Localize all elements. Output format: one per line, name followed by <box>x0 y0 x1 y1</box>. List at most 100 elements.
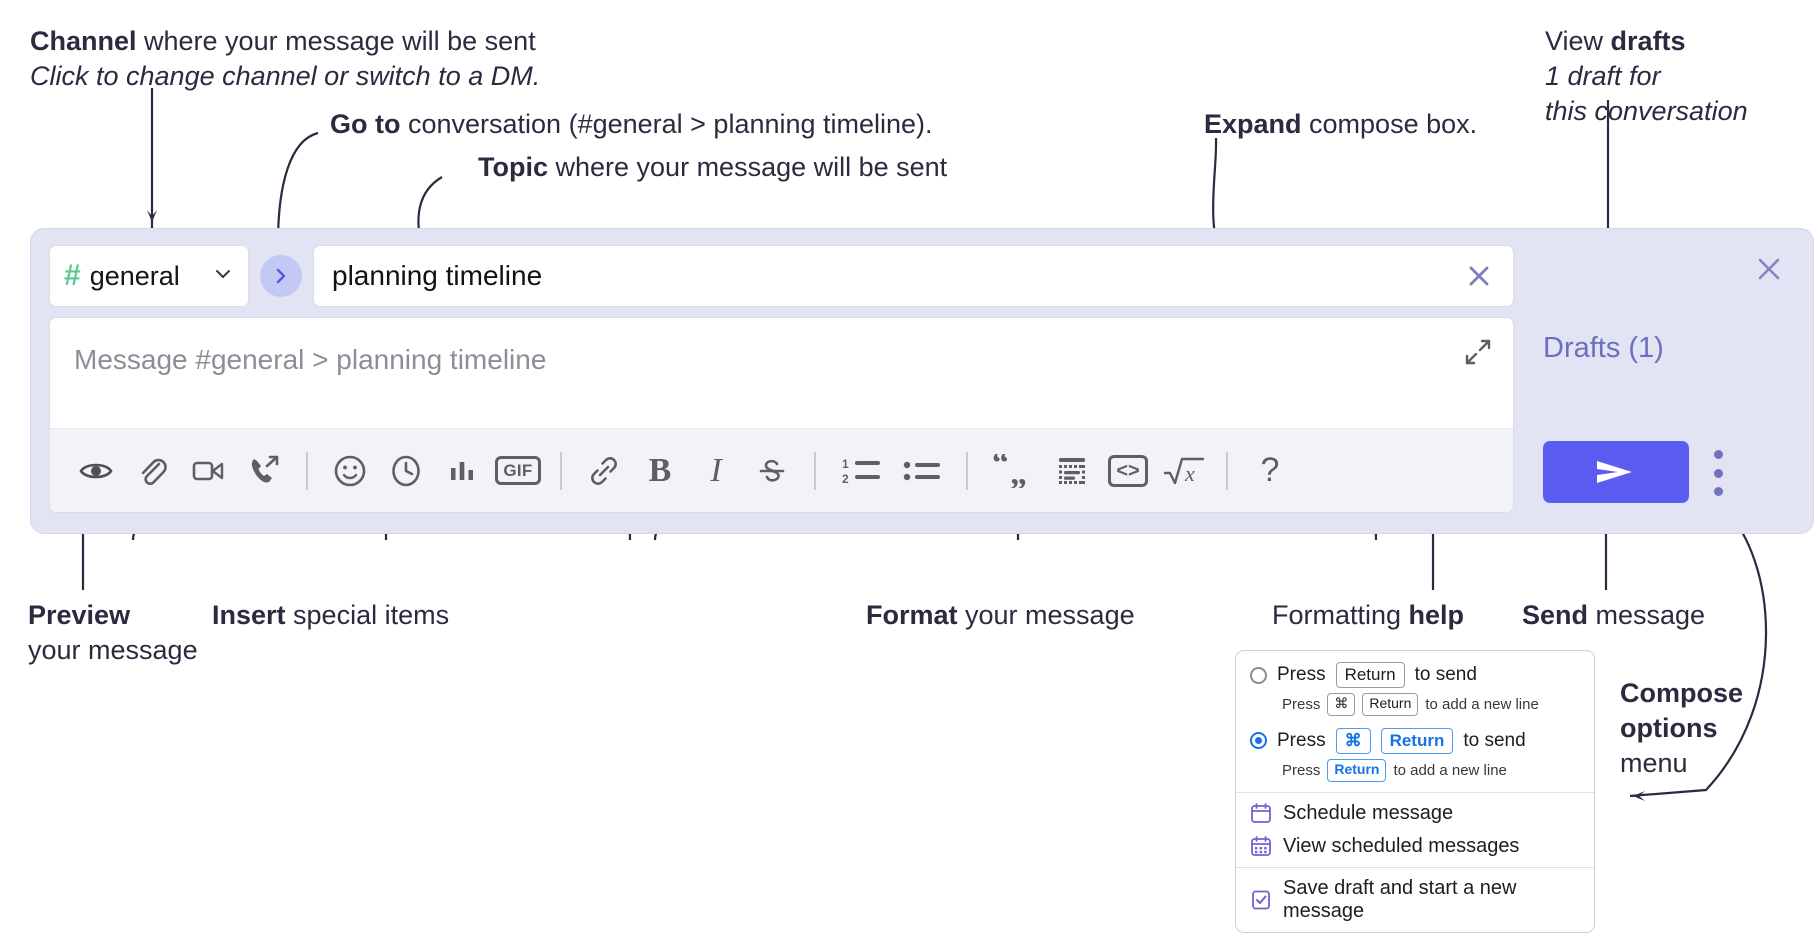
paperclip-icon <box>141 458 167 485</box>
menu-divider <box>1236 791 1594 793</box>
kebab-dot <box>1713 450 1723 459</box>
close-icon <box>1469 266 1489 286</box>
menu-item-view-scheduled[interactable]: View scheduled messages <box>1236 834 1594 867</box>
option-sub-pre: Press <box>1282 696 1321 713</box>
emoji-button[interactable] <box>322 443 378 499</box>
menu-item-schedule-message[interactable]: Schedule message <box>1236 793 1594 834</box>
italic-icon: I <box>710 451 722 489</box>
annotation-format: Format your message <box>866 600 1135 630</box>
compose-inner: # general planning timeline <box>49 245 1514 513</box>
annotation-channel: Channel where your message will be sent … <box>30 26 541 92</box>
quote-button[interactable]: “ „ <box>982 443 1044 499</box>
option-sub-post: to add a new line <box>1425 696 1539 713</box>
help-button[interactable]: ? <box>1242 443 1298 499</box>
attach-button[interactable] <box>124 443 180 499</box>
strikethrough-icon <box>759 459 785 482</box>
svg-text:“: “ <box>992 454 1009 482</box>
annotation-send: Send message <box>1522 600 1706 630</box>
key-command: ⌘ <box>1327 693 1356 716</box>
option-label-post: to send <box>1463 729 1526 751</box>
calendar-clock-icon <box>1251 803 1271 823</box>
topic-field[interactable]: planning timeline <box>313 245 1514 307</box>
code-block-button[interactable] <box>1044 443 1100 499</box>
preview-button[interactable] <box>68 443 124 499</box>
quote-icon: “ „ <box>992 454 1027 488</box>
chevron-down-icon <box>212 263 234 290</box>
strikethrough-button[interactable] <box>744 443 800 499</box>
clock-icon <box>392 455 420 486</box>
code-block-icon <box>1059 457 1085 484</box>
kebab-dot <box>1713 468 1723 478</box>
square-root-x-icon: x <box>1163 457 1205 486</box>
compose-options-menu: Press Return to send Press ⌘ Return to a… <box>1235 650 1595 933</box>
goto-conversation-button[interactable] <box>260 255 302 297</box>
ordered-list-icon: 1 2 <box>842 457 880 486</box>
kebab-dot <box>1713 487 1723 496</box>
radio-cmd-return[interactable] <box>1250 732 1267 750</box>
channel-name: general <box>89 260 180 291</box>
smiley-icon <box>334 455 366 486</box>
annotation-drafts: View drafts 1 draft for this conversatio… <box>1545 26 1748 127</box>
menu-item-label: Schedule message <box>1283 801 1454 824</box>
menu-divider <box>1236 866 1594 868</box>
option-sub-pre: Press <box>1282 761 1321 779</box>
message-input[interactable]: Message #general > planning timeline <box>50 318 1513 428</box>
topic-clear-button[interactable] <box>1461 258 1497 294</box>
radio-return[interactable] <box>1250 666 1267 684</box>
svg-text:1: 1 <box>842 457 849 471</box>
bar-chart-icon <box>451 461 473 480</box>
poll-button[interactable] <box>434 443 490 499</box>
bold-button[interactable]: B <box>632 443 688 499</box>
key-return: Return <box>1327 759 1387 782</box>
link-icon <box>591 456 617 485</box>
expand-icon <box>1465 339 1491 365</box>
call-button[interactable] <box>236 443 292 499</box>
reminder-button[interactable] <box>378 443 434 499</box>
inline-code-button[interactable]: <> <box>1100 443 1156 499</box>
option-label-pre: Press <box>1277 729 1326 751</box>
ordered-list-button[interactable]: 1 2 <box>830 443 892 499</box>
calendar-grid-icon <box>1251 836 1271 856</box>
compose-toolbar: GIF B <box>50 428 1513 512</box>
message-box: Message #general > planning timeline <box>49 317 1514 513</box>
compose-panel: # general planning timeline <box>30 228 1814 534</box>
compose-options-button[interactable] <box>1705 450 1731 496</box>
topic-value: planning timeline <box>332 260 543 291</box>
option-sub-post: to add a new line <box>1393 761 1507 779</box>
bold-icon: B <box>648 451 672 489</box>
link-button[interactable] <box>576 443 632 499</box>
send-option-cmd-return[interactable]: Press ⌘ Return to send Press Return to a… <box>1236 726 1594 792</box>
menu-item-label: Save draft and start a new message <box>1283 876 1517 922</box>
bullet-list-button[interactable] <box>892 443 952 499</box>
annotation-expand: Expand compose box. <box>1204 109 1478 139</box>
option-label-post: to send <box>1414 664 1477 686</box>
svg-text:x: x <box>1184 461 1195 486</box>
eye-icon <box>79 463 113 478</box>
menu-item-label: View scheduled messages <box>1283 834 1520 857</box>
toolbar-divider <box>306 451 308 490</box>
toolbar-divider <box>1226 451 1228 490</box>
svg-text:„: „ <box>1010 455 1027 488</box>
italic-button[interactable]: I <box>688 443 744 499</box>
channel-picker[interactable]: # general <box>49 245 249 307</box>
svg-text:2: 2 <box>842 472 849 486</box>
drafts-link[interactable]: Drafts (1) <box>1543 332 1664 364</box>
gif-button[interactable]: GIF <box>490 443 546 499</box>
video-button[interactable] <box>180 443 236 499</box>
document-check-icon <box>1252 890 1270 909</box>
send-paper-plane-icon <box>1597 461 1632 483</box>
menu-item-save-draft[interactable]: Save draft and start a new message <box>1236 868 1594 932</box>
annotation-formatting-help: Formatting help <box>1272 600 1465 630</box>
video-camera-icon <box>192 461 224 480</box>
send-option-return[interactable]: Press Return to send Press ⌘ Return to a… <box>1236 651 1594 726</box>
math-button[interactable]: x <box>1156 443 1212 499</box>
expand-compose-button[interactable] <box>1461 335 1495 369</box>
key-command: ⌘ <box>1335 727 1371 754</box>
annotation-compose-options: Compose options menu <box>1620 678 1744 779</box>
message-placeholder: Message #general > planning timeline <box>74 344 547 375</box>
key-return: Return <box>1362 693 1419 716</box>
send-button[interactable] <box>1543 441 1689 503</box>
toolbar-divider <box>966 451 968 490</box>
panel-close-button[interactable] <box>1751 251 1787 287</box>
hash-icon: # <box>64 259 81 292</box>
